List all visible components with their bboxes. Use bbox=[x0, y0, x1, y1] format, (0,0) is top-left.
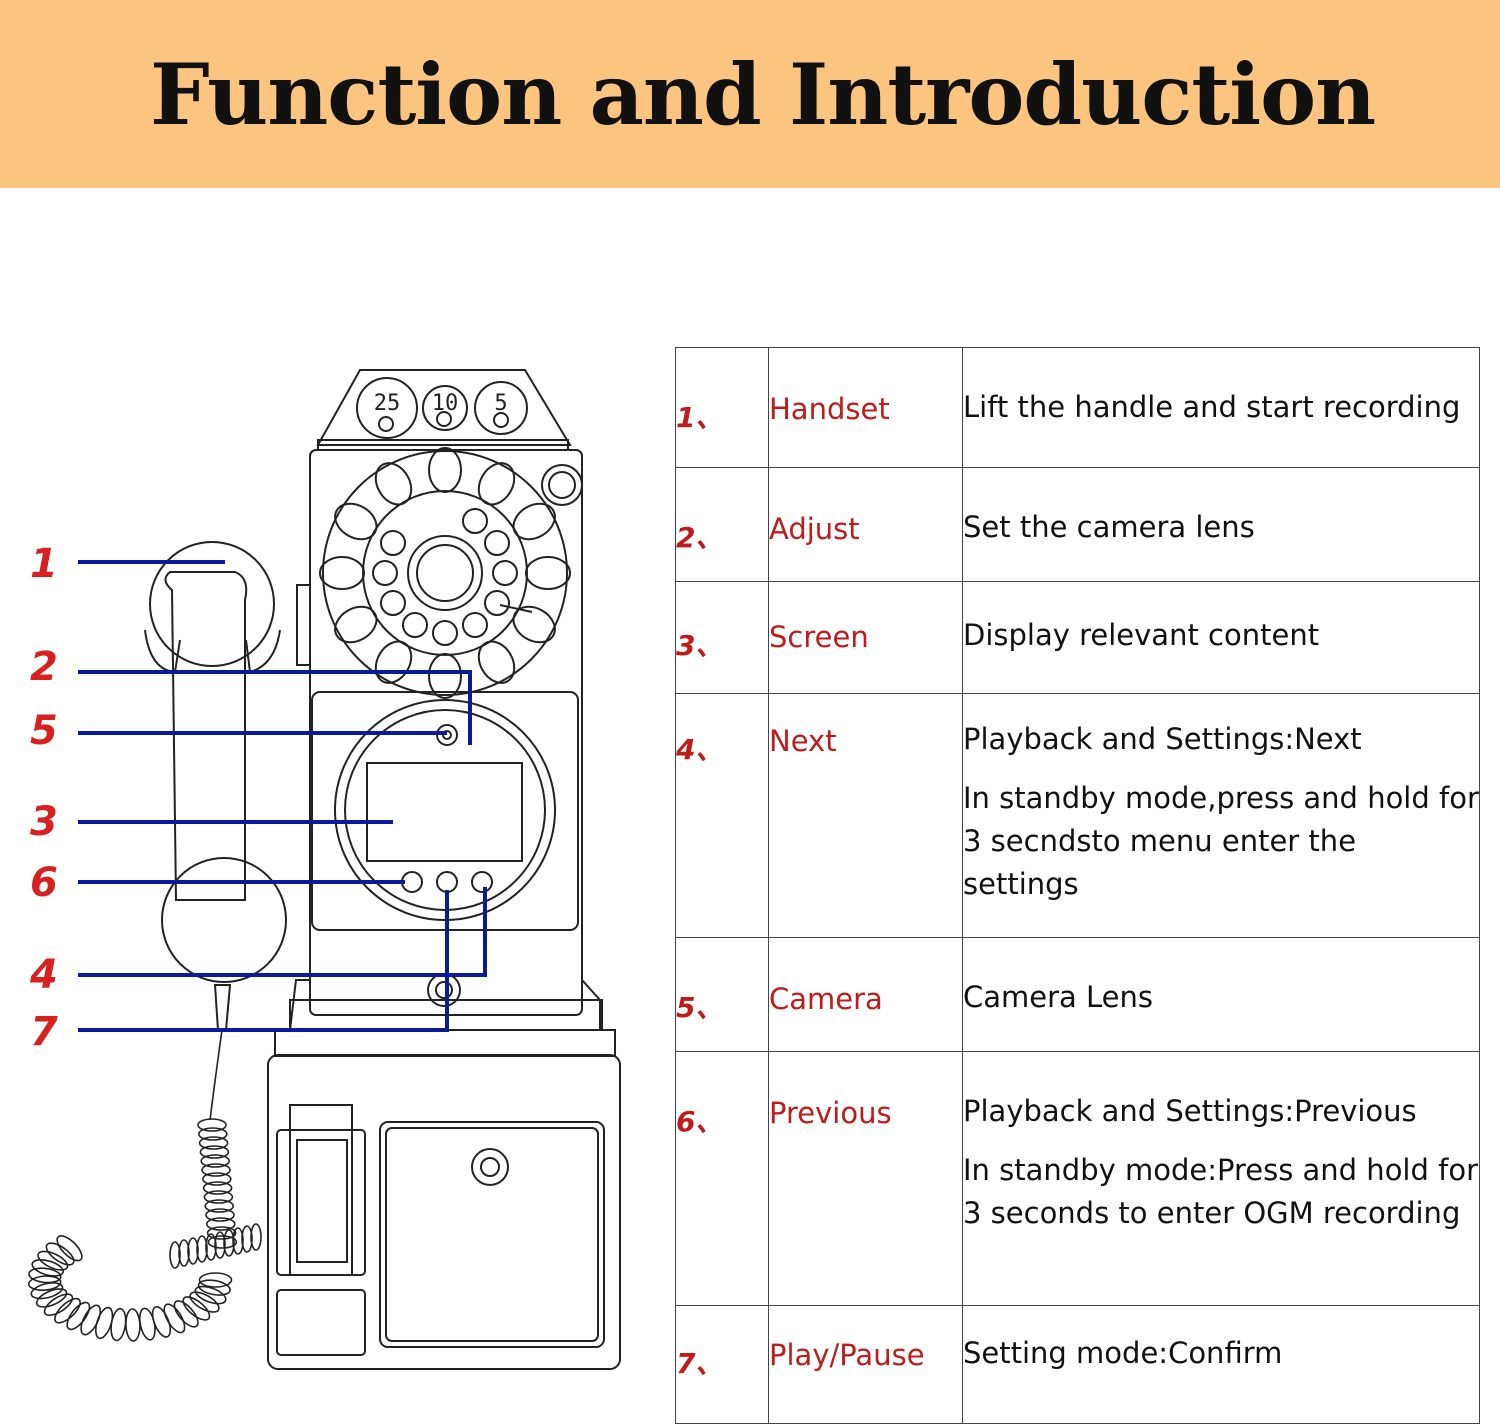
next-button bbox=[471, 871, 493, 893]
function-description: Display relevant content bbox=[962, 581, 1480, 694]
function-name: Camera bbox=[768, 937, 963, 1052]
coin-label-25: 25 bbox=[374, 391, 401, 416]
coin-label-5: 5 bbox=[494, 391, 507, 416]
function-index: 6、 bbox=[675, 1051, 769, 1306]
description-text: Playback and Settings:Next bbox=[963, 722, 1362, 756]
callout-leader-line bbox=[78, 887, 487, 977]
description-text: Display relevant content bbox=[963, 618, 1320, 652]
function-index: 7、 bbox=[675, 1305, 769, 1424]
function-description: Playback and Settings:Next In standby mod… bbox=[962, 693, 1480, 938]
coin-label-10: 10 bbox=[432, 391, 459, 416]
callout-5: 5 bbox=[30, 708, 58, 754]
description-text: In standby mode,press and hold for 3 sec… bbox=[963, 781, 1479, 901]
function-index: 4、 bbox=[675, 693, 769, 938]
coin-box bbox=[316, 369, 572, 446]
description-text: Set the camera lens bbox=[963, 510, 1255, 544]
description-text: In standby mode:Press and hold for 3 sec… bbox=[963, 1153, 1478, 1230]
description-text: Lift the handle and start recording bbox=[963, 390, 1461, 424]
function-index: 3、 bbox=[675, 581, 769, 694]
function-description: Playback and Settings:Previous In standby… bbox=[962, 1051, 1480, 1306]
function-index: 2、 bbox=[675, 467, 769, 582]
function-index: 1、 bbox=[675, 347, 769, 468]
play-pause-button bbox=[436, 871, 458, 893]
page-title: Function and Introduction bbox=[150, 45, 1376, 144]
callout-2: 2 bbox=[30, 644, 58, 690]
coiled-cord bbox=[27, 1029, 262, 1342]
function-name: Previous bbox=[768, 1051, 963, 1306]
description-text: Camera Lens bbox=[963, 980, 1154, 1014]
callout-1: 1 bbox=[30, 541, 58, 587]
payphone-illustration: 25 10 5 bbox=[27, 369, 621, 1370]
function-description: Set the camera lens bbox=[962, 467, 1480, 582]
title-banner: Function and Introduction bbox=[0, 0, 1500, 188]
rotary-dial bbox=[322, 450, 568, 696]
callout-3: 3 bbox=[30, 799, 58, 845]
description-text: Playback and Settings:Previous bbox=[963, 1094, 1417, 1128]
callout-6: 6 bbox=[30, 860, 58, 906]
function-index: 5、 bbox=[675, 937, 769, 1052]
function-name: Adjust bbox=[768, 467, 963, 582]
function-description: Lift the handle and start recording bbox=[962, 347, 1480, 468]
function-name: Play/Pause bbox=[768, 1305, 963, 1424]
screen bbox=[366, 762, 523, 862]
function-name: Next bbox=[768, 693, 963, 938]
description-text: Setting mode:Confirm bbox=[963, 1336, 1283, 1370]
function-description: Camera Lens bbox=[962, 937, 1480, 1052]
callout-7: 7 bbox=[30, 1009, 58, 1055]
callout-leader-line bbox=[78, 670, 472, 745]
callout-leader-line bbox=[78, 890, 449, 1032]
handset bbox=[144, 541, 287, 1031]
phone-base bbox=[267, 1054, 621, 1370]
function-name: Handset bbox=[768, 347, 963, 468]
callout-4: 4 bbox=[30, 952, 58, 998]
function-description: Setting mode:Confirm bbox=[962, 1305, 1480, 1424]
function-name: Screen bbox=[768, 581, 963, 694]
